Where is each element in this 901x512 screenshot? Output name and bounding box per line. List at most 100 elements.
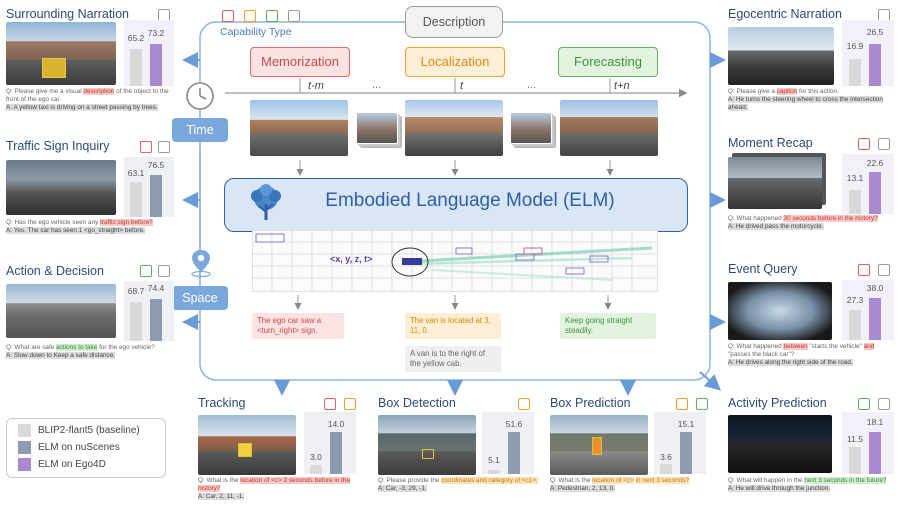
legend-label-baseline: BLIP2-flant5 (baseline) bbox=[38, 425, 140, 436]
traffic-qa: Q: Has the ego vehicle seen any traffic … bbox=[6, 219, 153, 234]
boxpred-orange-checkbox-icon bbox=[676, 398, 688, 410]
traffic-value-baseline: 63.1 bbox=[127, 168, 145, 178]
time-label-now: t bbox=[460, 80, 464, 92]
surrounding-value-ego4d: 73.2 bbox=[147, 28, 165, 38]
boxdet-qa: Q: Please provide the coordinates and ca… bbox=[378, 477, 538, 492]
activity-bar-ego4d bbox=[869, 432, 881, 474]
location-pin-icon bbox=[188, 248, 214, 283]
activity-photo bbox=[728, 415, 832, 473]
surrounding-bar-ego4d bbox=[150, 44, 162, 86]
event-value-baseline: 27.3 bbox=[846, 295, 864, 305]
panel-title-action: Action & Decision bbox=[6, 264, 104, 278]
action-photo bbox=[6, 284, 116, 338]
traffic-bar-nuscenes bbox=[150, 175, 162, 217]
tracking-orange-checkbox-icon bbox=[344, 398, 356, 410]
elm-title: Embodied Language Model (ELM) bbox=[325, 190, 615, 211]
tracking-value-nuscenes: 14.0 bbox=[327, 419, 345, 429]
panel-title-surrounding: Surrounding Narration bbox=[6, 7, 129, 21]
moment-bar-ego4d bbox=[869, 172, 881, 214]
activity-bar-baseline bbox=[849, 447, 861, 474]
traffic-photo bbox=[6, 160, 116, 215]
moment-gray-checkbox-icon bbox=[878, 138, 890, 150]
action-value-baseline: 68.7 bbox=[127, 286, 145, 296]
legend-label-ego4d: ELM on Ego4D bbox=[38, 459, 106, 470]
moment-value-ego4d: 22.6 bbox=[866, 158, 884, 168]
boxdet-value-nuscenes: 51.6 bbox=[505, 419, 523, 429]
frame-past bbox=[250, 100, 348, 156]
boxpred-bar-baseline bbox=[660, 464, 672, 474]
panel-title-activity: Activity Prediction bbox=[728, 396, 827, 410]
boxdet-photo bbox=[378, 415, 476, 475]
event-photo bbox=[728, 282, 832, 340]
action-gray-checkbox-icon bbox=[158, 265, 170, 277]
panel-title-moment: Moment Recap bbox=[728, 136, 813, 150]
description-box: Description bbox=[405, 6, 503, 38]
activity-value-ego4d: 18.1 bbox=[866, 417, 884, 427]
clock-icon bbox=[184, 80, 216, 117]
traffic-gray-checkbox-icon bbox=[158, 141, 170, 153]
output-memorization: The ego car saw a <turn_right> sign. bbox=[252, 313, 344, 339]
boxpred-qa: Q: What is the location of <c> in next 3… bbox=[550, 477, 689, 492]
boxdet-value-baseline: 5.1 bbox=[488, 455, 500, 465]
action-green-checkbox-icon bbox=[140, 265, 152, 277]
capability-memorization: Memorization bbox=[250, 47, 350, 77]
boxpred-green-checkbox-icon bbox=[696, 398, 708, 410]
action-value-nuscenes: 74.4 bbox=[147, 283, 165, 293]
surrounding-bar-baseline bbox=[130, 48, 142, 86]
time-pill: Time bbox=[172, 118, 228, 142]
moment-bar-baseline bbox=[849, 189, 861, 214]
surrounding-photo bbox=[6, 22, 116, 85]
surrounding-value-baseline: 65.2 bbox=[127, 33, 145, 43]
activity-green-checkbox-icon bbox=[858, 398, 870, 410]
capability-localization: Localization bbox=[405, 47, 505, 77]
output-localization: The van is located at 3, 11, 0. bbox=[405, 313, 501, 339]
spatial-grid bbox=[252, 230, 658, 292]
activity-value-baseline: 11.5 bbox=[847, 434, 863, 444]
traffic-bar-baseline bbox=[130, 182, 142, 217]
traffic-red-checkbox-icon bbox=[140, 141, 152, 153]
frame-current bbox=[405, 100, 503, 156]
tracking-photo bbox=[198, 415, 296, 475]
legend-label-nuscenes: ELM on nuScenes bbox=[38, 442, 120, 453]
frame-future bbox=[560, 100, 658, 156]
tracking-bar-nuscenes bbox=[330, 432, 342, 474]
space-pill: Space bbox=[172, 286, 228, 310]
panel-title-traffic: Traffic Sign Inquiry bbox=[6, 139, 110, 153]
panel-title-boxpred: Box Prediction bbox=[550, 396, 631, 410]
moment-qa: Q: What happened 30 seconds before in th… bbox=[728, 215, 878, 230]
egocentric-bar-ego4d bbox=[869, 44, 881, 86]
panel-title-egocentric: Egocentric Narration bbox=[728, 7, 842, 21]
tracking-bar-baseline bbox=[310, 465, 322, 474]
legend-swatch-baseline bbox=[18, 424, 31, 437]
event-qa: Q: What happened between "starts the veh… bbox=[728, 343, 875, 366]
action-qa: Q: What are safe actions to take for the… bbox=[6, 344, 155, 359]
egocentric-bar-baseline bbox=[849, 59, 861, 86]
elm-model-box bbox=[224, 178, 688, 232]
time-label-past: t-m bbox=[308, 80, 324, 92]
egocentric-qa: Q: Please give a caption for this action… bbox=[728, 88, 883, 111]
boxdet-bar-nuscenes bbox=[508, 432, 520, 474]
event-red-checkbox-icon bbox=[858, 264, 870, 276]
event-value-ego4d: 38.0 bbox=[866, 283, 884, 293]
action-bar-nuscenes bbox=[150, 299, 162, 341]
event-bar-ego4d bbox=[869, 298, 881, 340]
forecasting-checkbox-icon bbox=[266, 10, 278, 22]
panel-title-event: Event Query bbox=[728, 262, 798, 276]
time-label-future: t+n bbox=[614, 80, 630, 92]
boxpred-photo bbox=[550, 415, 648, 475]
boxpred-value-nuscenes: 15.1 bbox=[677, 419, 695, 429]
legend-swatch-nuscenes bbox=[18, 441, 31, 454]
capability-type-label: Capability Type bbox=[220, 26, 292, 38]
legend-swatch-ego4d bbox=[18, 458, 31, 471]
panel-title-boxdet: Box Detection bbox=[378, 396, 456, 410]
egocentric-photo bbox=[728, 27, 834, 85]
traffic-value-nuscenes: 76.5 bbox=[147, 160, 165, 170]
moment-red-checkbox-icon bbox=[858, 138, 870, 150]
tracking-qa: Q: What is the location of <c> 2 seconds… bbox=[198, 477, 351, 500]
activity-gray-checkbox-icon bbox=[878, 398, 890, 410]
tracking-red-checkbox-icon bbox=[324, 398, 336, 410]
time-ellipsis-1: ... bbox=[372, 79, 382, 91]
memorization-checkbox-icon bbox=[222, 10, 234, 22]
tracking-value-baseline: 3.0 bbox=[310, 452, 322, 462]
frame-stack-2 bbox=[510, 112, 552, 144]
